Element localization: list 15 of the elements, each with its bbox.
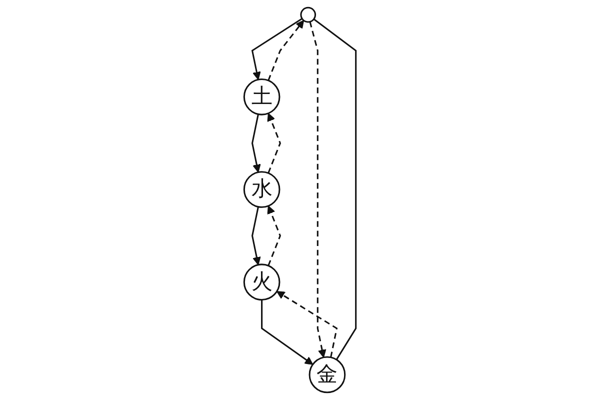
arrow <box>261 300 314 365</box>
arrow <box>251 206 261 266</box>
arrow <box>267 112 282 174</box>
arrow <box>251 114 261 173</box>
arrow <box>268 20 304 81</box>
node-circle: 土 <box>243 78 280 116</box>
node-circle <box>300 6 316 23</box>
node-circle: 水 <box>243 171 280 208</box>
connector <box>313 18 357 360</box>
arrow <box>276 291 338 358</box>
node-circle: 金 <box>308 356 346 394</box>
arrow <box>251 18 302 80</box>
node-circle: 火 <box>243 264 280 301</box>
arrow <box>309 22 326 358</box>
arrow <box>267 206 282 266</box>
